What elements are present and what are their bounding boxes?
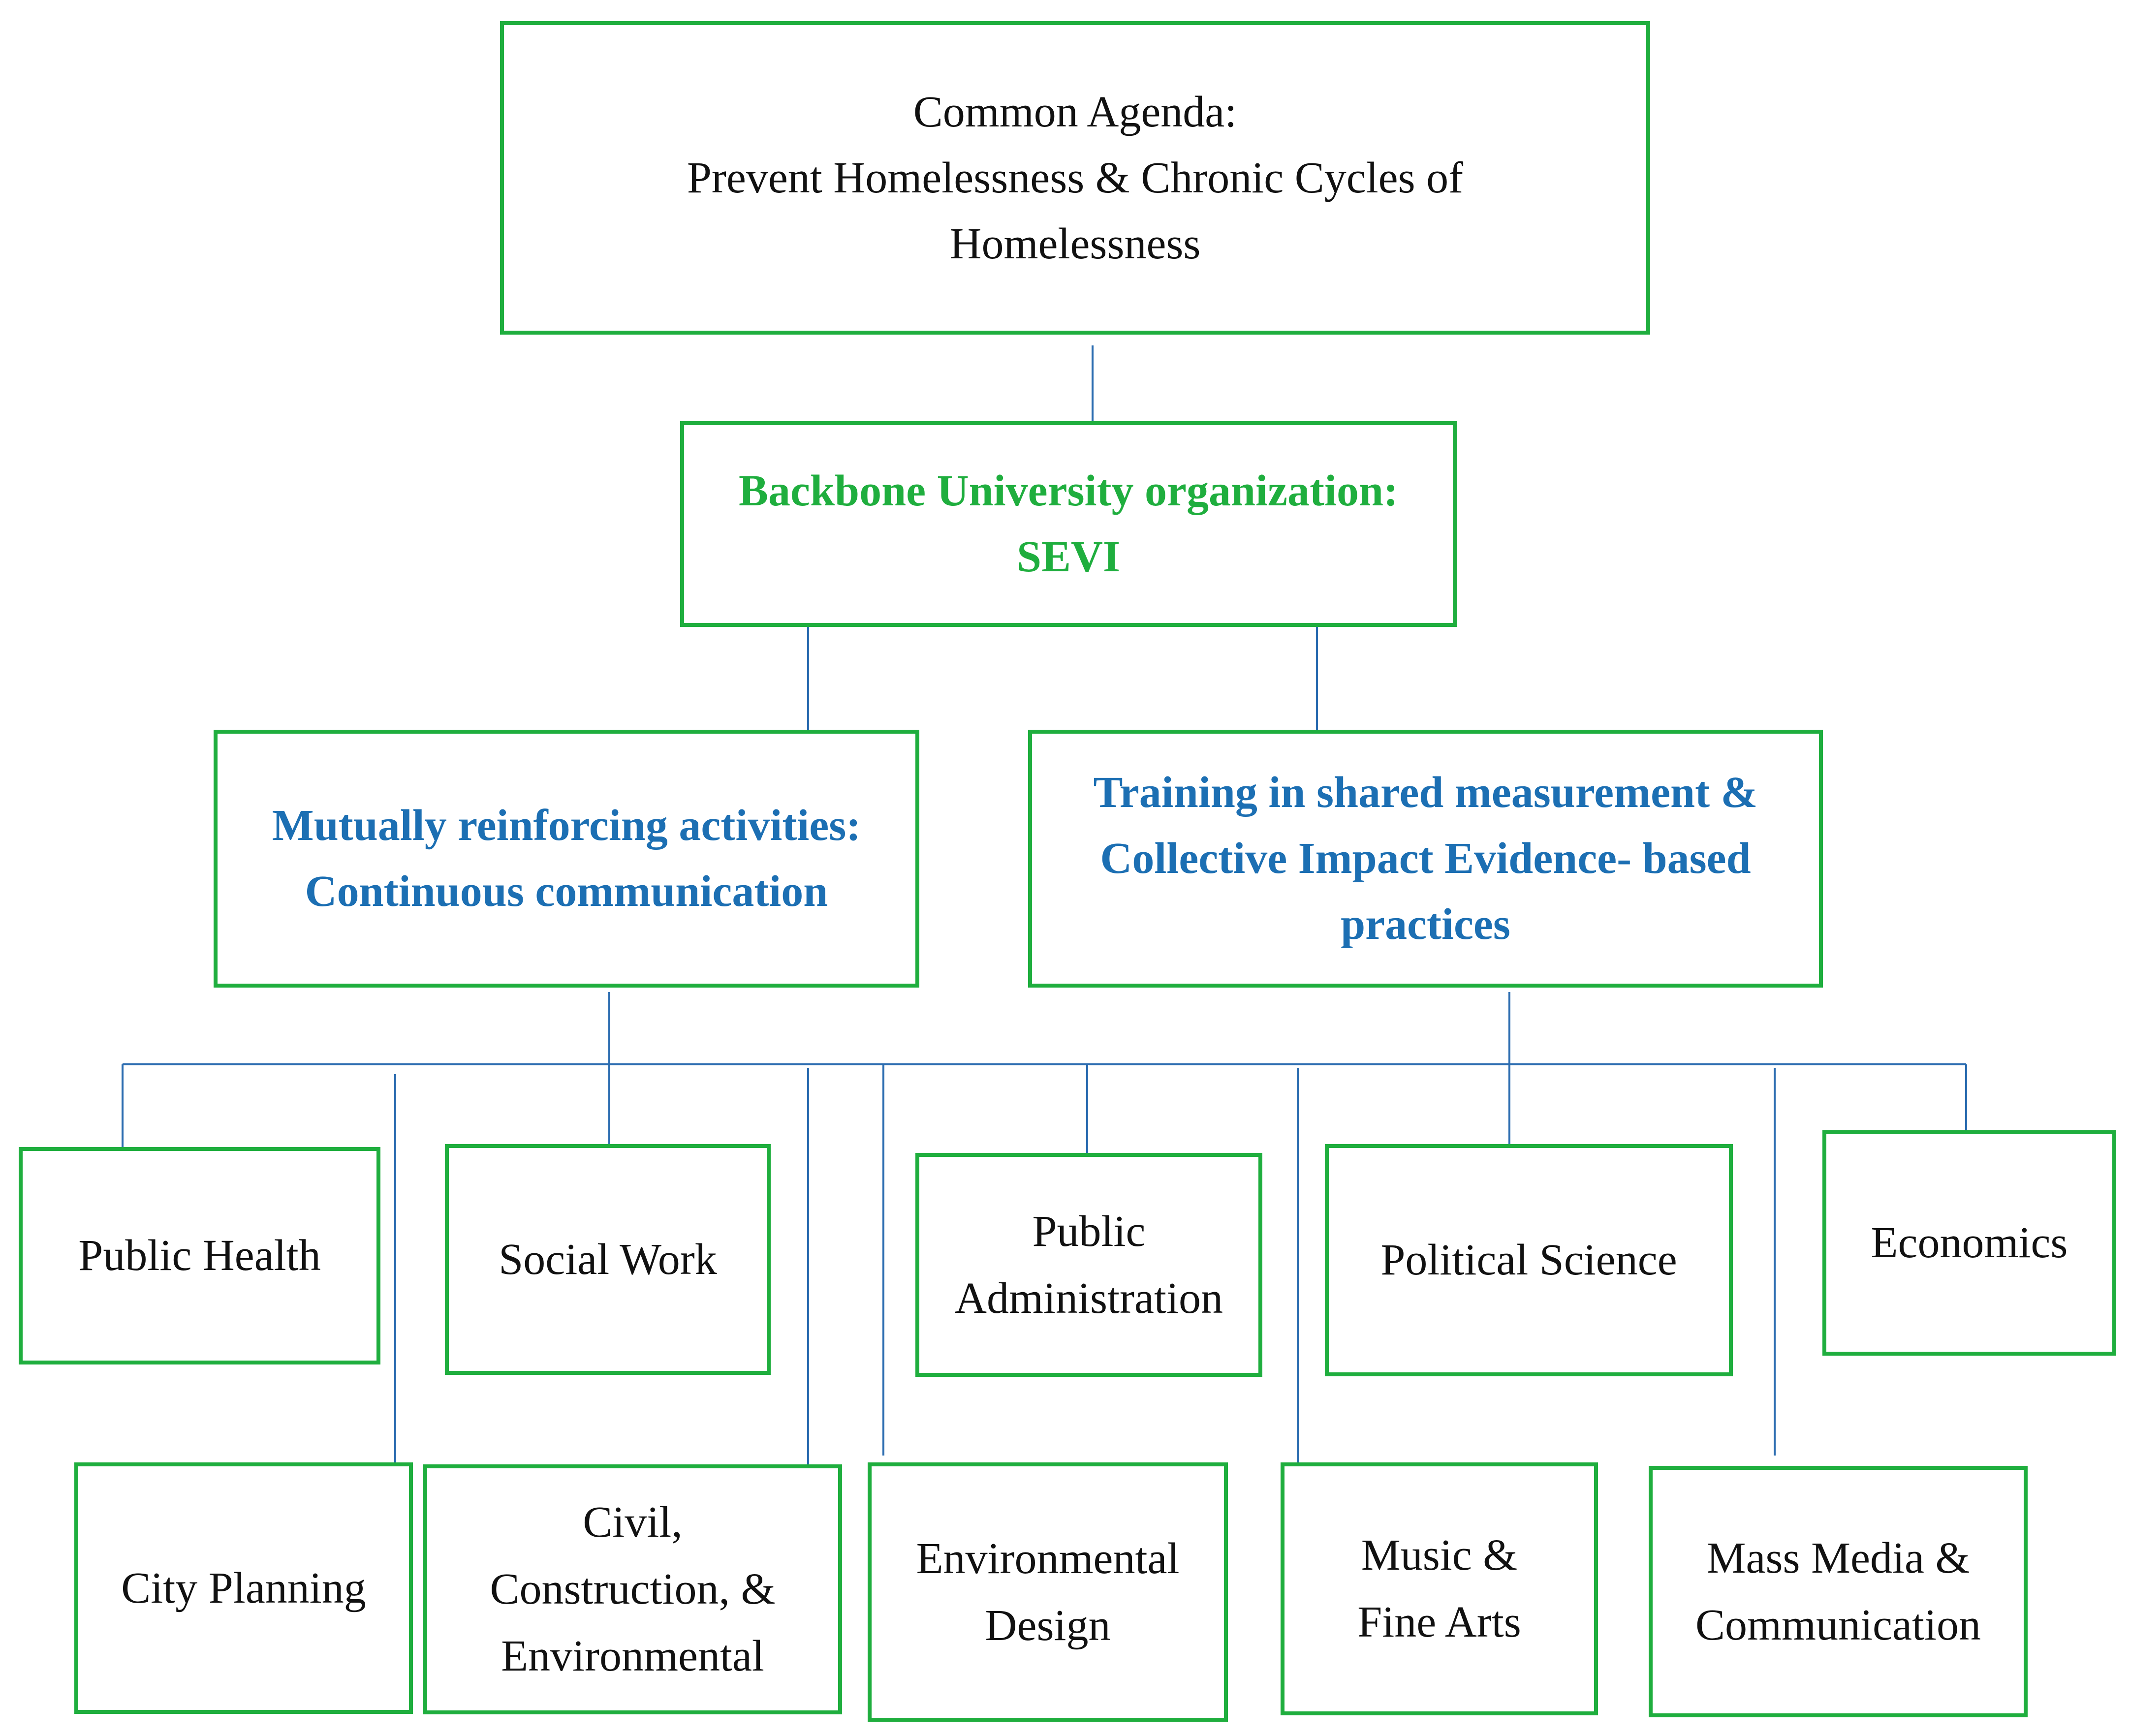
dept-political-science-box: Political Science [1325,1144,1733,1376]
dept-city-planning-box: City Planning [74,1462,413,1714]
mutually-reinforcing-activities-box: Mutually reinforcing activities: Continu… [214,730,919,988]
dept-mass-media-communication-label: Mass Media & Communication [1695,1533,1981,1649]
dept-public-administration-label: Public Administration [955,1207,1223,1323]
backbone-organization-box: Backbone University organization: SEVI [680,421,1457,627]
backbone-organization-text: Backbone University organization: SEVI [739,466,1398,581]
dept-environmental-design-label: Environmental Design [916,1534,1180,1650]
dept-environmental-design-box: Environmental Design [868,1462,1228,1722]
dept-music-fine-arts-label: Music & Fine Arts [1357,1531,1521,1646]
common-agenda-box: Common Agenda: Prevent Homelessness & Ch… [500,21,1650,335]
mutually-reinforcing-activities-text: Mutually reinforcing activities: Continu… [272,801,861,916]
dept-city-planning-label: City Planning [121,1563,366,1612]
dept-public-health-label: Public Health [78,1231,321,1280]
shared-measurement-training-text: Training in shared measurement & Collect… [1093,768,1758,949]
common-agenda-text: Common Agenda: Prevent Homelessness & Ch… [687,87,1464,268]
dept-mass-media-communication-box: Mass Media & Communication [1649,1466,2028,1717]
dept-economics-label: Economics [1871,1218,2068,1267]
dept-social-work-label: Social Work [499,1235,717,1284]
dept-public-administration-box: Public Administration [915,1153,1262,1377]
dept-social-work-box: Social Work [445,1144,771,1375]
dept-civil-construction-environmental-box: Civil, Construction, & Environmental [423,1464,842,1714]
dept-political-science-label: Political Science [1380,1236,1677,1284]
dept-music-fine-arts-box: Music & Fine Arts [1281,1462,1598,1715]
shared-measurement-training-box: Training in shared measurement & Collect… [1028,730,1823,988]
dept-civil-construction-environmental-label: Civil, Construction, & Environmental [490,1498,776,1680]
dept-economics-box: Economics [1822,1130,2116,1356]
dept-public-health-box: Public Health [19,1147,380,1364]
